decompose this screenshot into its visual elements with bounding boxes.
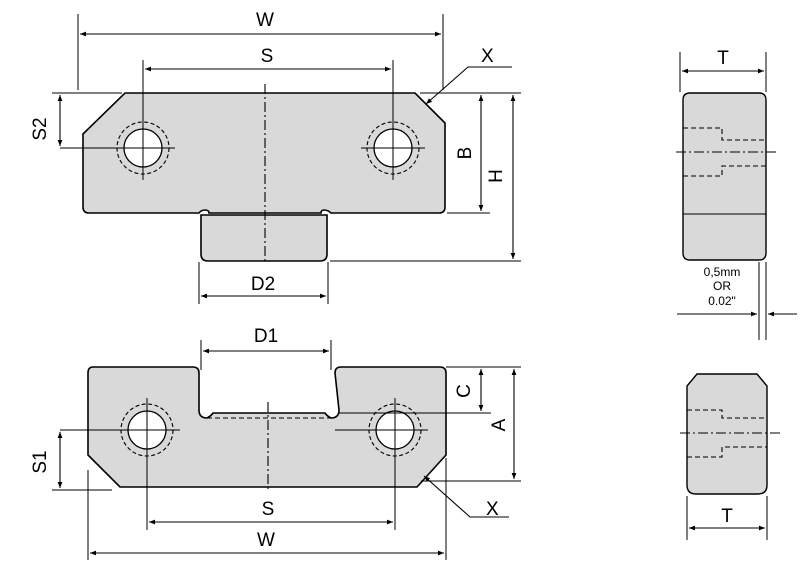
d2-label: D2 [251, 274, 275, 295]
top-left-hole [60, 60, 175, 180]
top-x-label: X [481, 46, 494, 67]
top-view: W S X S2 B H D2 [30, 10, 521, 304]
side-bottom-hidden-2 [687, 446, 767, 458]
d1-label: D1 [254, 326, 278, 347]
side-view-top: T 0,5mm OR 0.02" [676, 48, 797, 340]
gap-note-line1: 0,5mm [704, 265, 741, 279]
gap-note-line2: OR [713, 279, 731, 293]
side-top-body [682, 92, 767, 261]
side-bottom-body [686, 373, 768, 495]
top-right-hole [361, 60, 425, 180]
t-bottom-label: T [721, 506, 733, 527]
top-s-label: S [261, 46, 274, 67]
s2-label: S2 [30, 117, 51, 140]
top-w-label: W [256, 10, 274, 31]
a-label: A [489, 418, 510, 431]
side-view-bottom: T [680, 373, 781, 540]
side-top-hidden-2 [683, 165, 766, 177]
gap-note-line3: 0.02" [708, 294, 736, 308]
bottom-right-hole [335, 398, 428, 530]
top-x-leader [425, 66, 512, 105]
c-label: C [454, 384, 475, 398]
bottom-x-leader [423, 475, 509, 518]
bottom-view: D1 C A S1 S W X [30, 326, 521, 560]
top-clamp-body [82, 92, 446, 214]
s1-label: S1 [30, 450, 51, 473]
bottom-w-label: W [257, 530, 275, 551]
top-clamp-tongue [200, 214, 328, 262]
bottom-x-label: X [486, 499, 499, 520]
bottom-s-label: S [262, 499, 275, 520]
side-bottom-hidden-1 [687, 409, 767, 419]
bottom-left-hole [60, 398, 180, 530]
side-top-hidden-1 [683, 127, 766, 141]
t-top-label: T [717, 48, 729, 69]
b-label: B [455, 147, 476, 160]
bottom-clamp-body [87, 366, 447, 488]
h-label: H [486, 169, 507, 183]
